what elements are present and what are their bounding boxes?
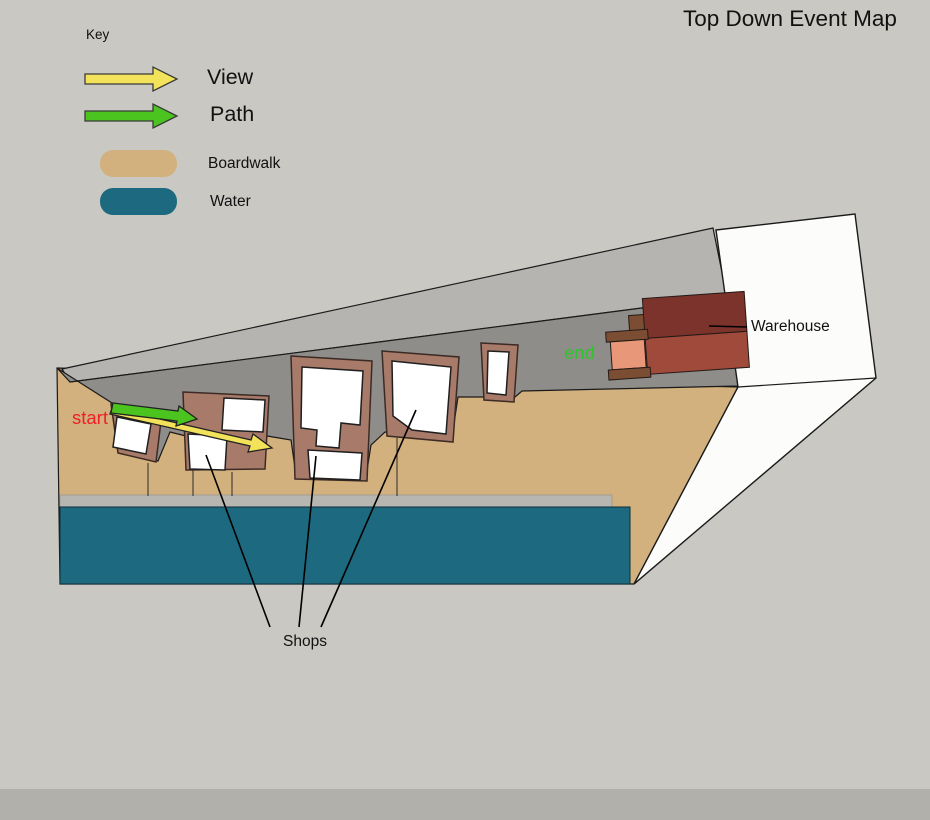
warehouse-dock-trim-bottom: [607, 366, 652, 381]
view-arrow-icon: [84, 65, 179, 93]
key-heading: Key: [86, 27, 110, 42]
shop-building: [486, 350, 510, 396]
key-water-label: Water: [210, 193, 251, 210]
warehouse-leader-line: [708, 325, 748, 328]
start-label: start: [72, 407, 108, 428]
key-view-label: View: [207, 65, 254, 89]
boardwalk-swatch: [100, 150, 177, 177]
warehouse-label: Warehouse: [751, 318, 830, 335]
shop-building: [221, 397, 266, 433]
key-path-label: Path: [210, 102, 255, 126]
warehouse-building: [605, 290, 750, 381]
water-swatch: [100, 188, 177, 215]
key-boardwalk-label: Boardwalk: [208, 155, 281, 172]
path-arrow: [110, 402, 199, 427]
pier-edge-line: [737, 377, 877, 388]
view-arrow: [109, 407, 274, 453]
shops-leader-line: [320, 409, 417, 628]
shop-building: [300, 366, 364, 449]
shop-building: [391, 360, 452, 435]
shops-leader-line: [205, 454, 271, 628]
shops-label: Shops: [283, 633, 327, 650]
path-arrow-icon: [84, 102, 179, 130]
shop-building: [307, 449, 363, 481]
shop-building: [112, 416, 152, 455]
page-title: Top Down Event Map: [683, 6, 897, 31]
warehouse-roof-dark: [641, 290, 748, 339]
shops-leader-line: [298, 455, 317, 628]
curb-strip: [59, 494, 613, 509]
footer-strip: [0, 789, 930, 820]
warehouse-dock: [609, 338, 647, 371]
warehouse-roof-mid: [644, 330, 750, 375]
end-label: end: [564, 342, 595, 363]
